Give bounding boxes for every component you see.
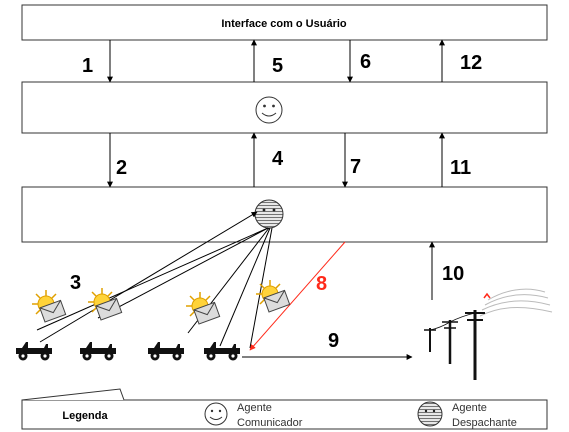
jeep-icon <box>16 342 52 361</box>
step-label-8: 8 <box>316 273 327 295</box>
jeep-icon <box>204 342 240 361</box>
power-line-icon <box>424 288 553 380</box>
dispatcher-agent-icon <box>254 199 284 229</box>
step-label-6: 6 <box>360 51 371 73</box>
sun-envelope-icon <box>87 287 123 321</box>
dispatch-line-4 <box>219 227 271 347</box>
legend-dispatcher-icon <box>417 401 443 427</box>
step-labels: 1 2 3 4 5 6 7 8 9 10 11 12 <box>70 51 482 352</box>
sun-envelope-icon <box>31 289 67 323</box>
step-label-9: 9 <box>328 330 339 352</box>
dispatch-line-1 <box>36 227 269 331</box>
step-label-4: 4 <box>272 148 284 170</box>
dispatch-lines <box>36 211 273 349</box>
legend-dispatcher-line1: Agente <box>452 402 487 414</box>
legend-communicator-line1: Agente <box>237 402 272 414</box>
communicator-agent-icon <box>255 96 283 124</box>
dispatch-line-5 <box>249 227 273 349</box>
legend-communicator-line2: Comunicador <box>237 417 303 429</box>
step-label-2: 2 <box>116 157 127 179</box>
dispatch-line-2 <box>97 227 269 319</box>
communicator-layer-box <box>21 81 548 134</box>
sun-envelope-icon <box>185 291 221 325</box>
arrow-8 <box>249 241 346 351</box>
jeep-icon <box>148 342 184 361</box>
sun-envelope-icon <box>255 279 291 313</box>
step-label-10: 10 <box>442 263 464 285</box>
step-label-1: 1 <box>82 55 93 77</box>
flow-arrows <box>107 39 445 300</box>
step-label-11: 11 <box>450 157 471 179</box>
step-label-5: 5 <box>272 55 283 77</box>
legend-communicator-icon <box>204 402 228 426</box>
user-interface-title: Interface com o Usuário <box>221 18 347 30</box>
jeep-icon <box>80 342 116 361</box>
dispatcher-layer-box <box>21 186 548 243</box>
legend-title: Legenda <box>62 410 108 422</box>
legend-dispatcher-line2: Despachante <box>452 417 517 429</box>
user-interface-box: Interface com o Usuário <box>21 4 548 41</box>
legend-box: Legenda Agente Comunicador Agente Despac… <box>21 388 548 430</box>
arrow-3-return <box>39 211 258 343</box>
step-label-12: 12 <box>460 52 482 74</box>
step-label-7: 7 <box>350 156 361 178</box>
step-label-3: 3 <box>70 272 81 294</box>
